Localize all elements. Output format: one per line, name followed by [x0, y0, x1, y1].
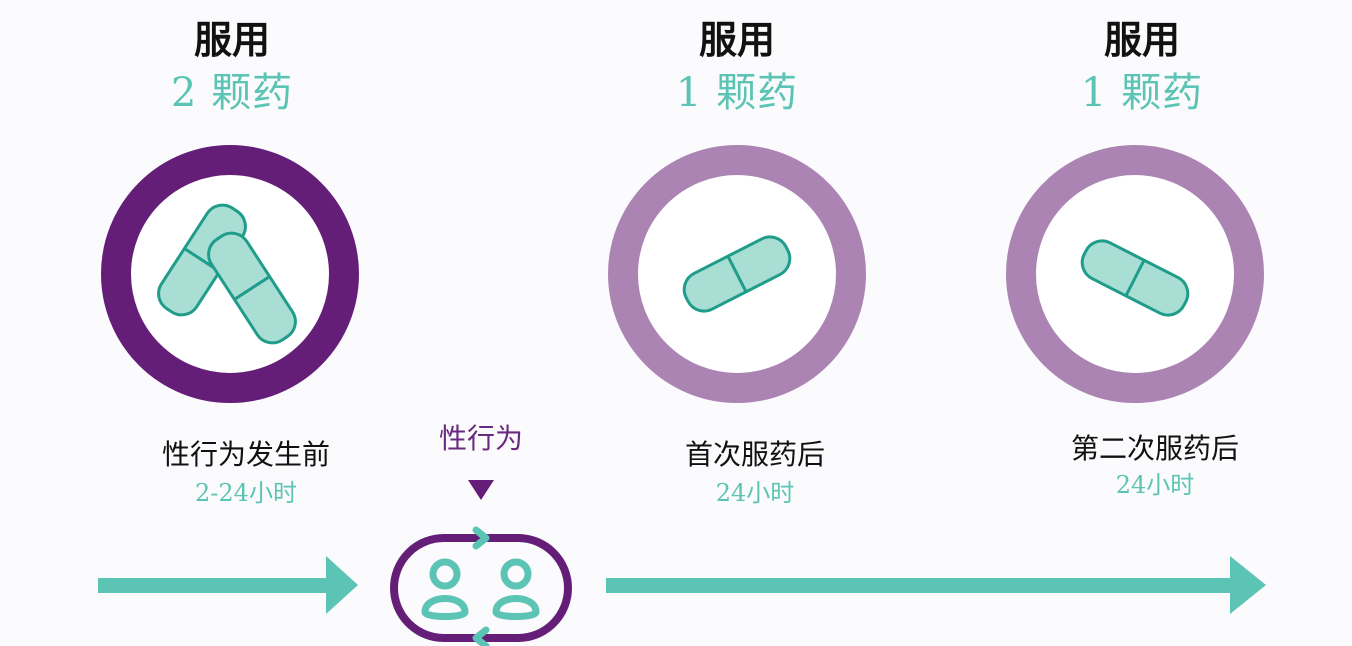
step1-time: 2-24小时	[195, 479, 297, 507]
down-triangle-icon	[468, 480, 494, 500]
step2-time: 24小时	[715, 479, 795, 507]
step2-label: 首次服药后	[684, 438, 825, 471]
two-people-cycle-icon	[390, 526, 572, 646]
single-pill-icon	[1080, 239, 1190, 317]
step3-label: 第二次服药后	[1070, 432, 1239, 465]
step2-dose: 1 颗药	[675, 70, 799, 116]
step1-label: 性行为发生前	[161, 438, 330, 471]
step3-dose: 1 颗药	[1080, 70, 1204, 116]
step1-title: 服用	[193, 17, 270, 62]
two-pills-icon	[157, 203, 297, 345]
step2-title: 服用	[698, 17, 775, 62]
timeline-arrow-before	[98, 556, 358, 614]
event-label: 性行为	[438, 422, 523, 455]
step1-dose: 2 颗药	[170, 70, 294, 116]
single-pill-icon	[682, 235, 792, 313]
timeline-arrow-after	[606, 556, 1266, 614]
step3-time: 24小时	[1115, 471, 1195, 499]
step3-title: 服用	[1103, 17, 1180, 62]
